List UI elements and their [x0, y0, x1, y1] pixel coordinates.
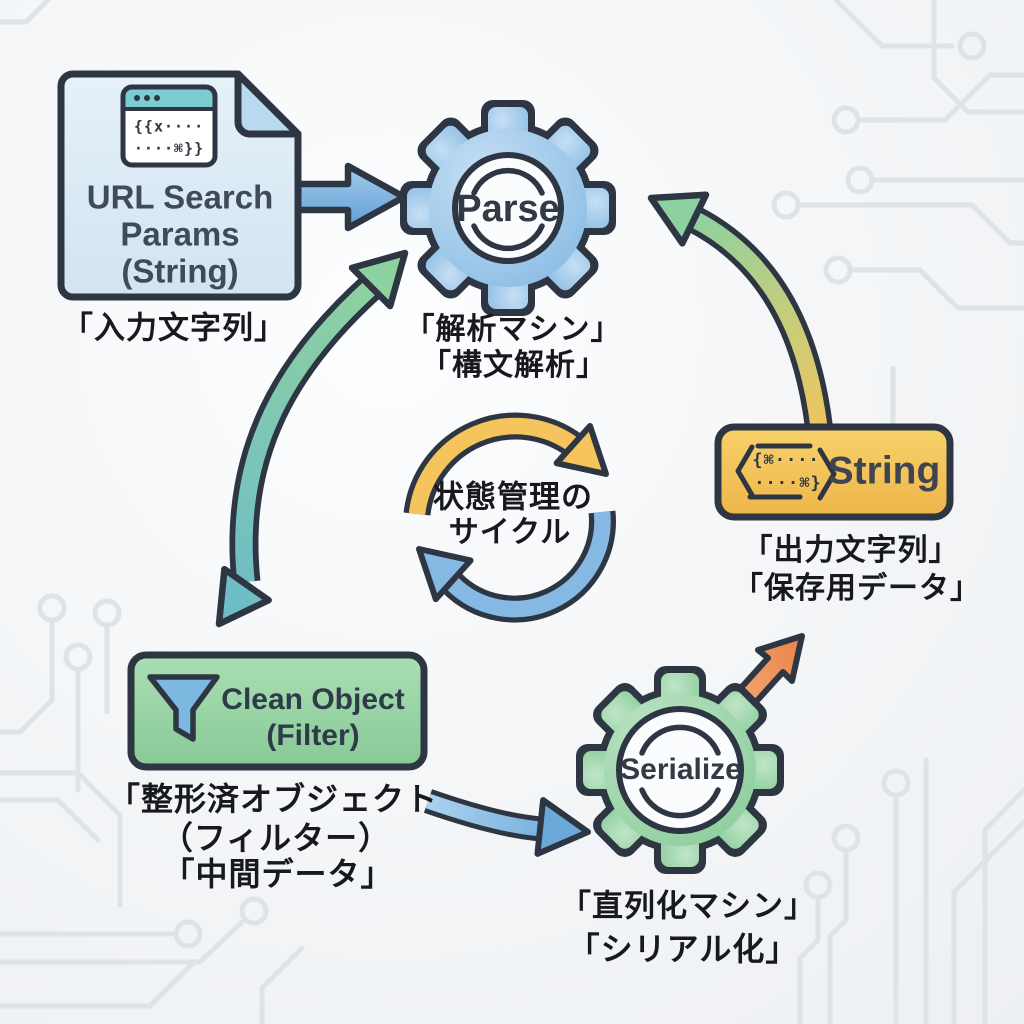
input-doc-title-line2: Params	[120, 215, 240, 253]
string-caption-line1: 「出力文字列」	[742, 534, 960, 567]
clean-object-title-line1: Clean Object	[221, 683, 405, 716]
doc-code-line2: ····⌘}}	[133, 139, 205, 158]
input-doc-caption: 「入力文字列」	[62, 310, 286, 346]
arrow-cleanobject-to-serialize	[423, 789, 591, 857]
clean-object-title-line2: (Filter)	[266, 719, 360, 752]
parse-gear-label: Parse	[456, 188, 560, 230]
arrow-string-to-parse	[647, 191, 835, 448]
serialize-caption-line1: 「直列化マシン」	[560, 888, 816, 924]
serialize-gear-label: Serialize	[620, 753, 742, 786]
cycle-caption-line2: サイクル	[448, 516, 572, 549]
string-code-line2: ····⌘}	[754, 473, 822, 494]
parse-gear	[400, 100, 616, 316]
arrow-input-to-parse	[284, 162, 408, 232]
string-box-label: String	[827, 449, 941, 493]
input-doc-title-line3: (String)	[121, 252, 239, 290]
string-code-line1: {⌘····	[752, 450, 820, 471]
arrow-parse-cleanobject-bidirectional	[215, 249, 409, 628]
clean-object-caption-line2: （フィルター）	[160, 820, 392, 856]
input-doc-title-line1: URL Search	[86, 178, 274, 216]
serialize-gear	[576, 666, 784, 874]
parse-caption-line1: 「解析マシン」	[404, 313, 622, 346]
code-window-icon	[120, 84, 218, 168]
cycle-caption-line1: 状態管理の	[433, 479, 593, 515]
doc-code-line1: {{x····	[133, 117, 205, 136]
string-box-shape	[714, 423, 954, 521]
clean-object-caption-line3: 「中間データ」	[162, 856, 394, 892]
cycle-arrows	[403, 412, 616, 623]
funnel-icon	[147, 674, 220, 742]
clean-object-box-shape	[127, 651, 428, 771]
input-document-shape	[57, 70, 302, 301]
serialize-caption-line2: 「シリアル化」	[567, 931, 799, 967]
string-caption-line2: 「保存用データ」	[733, 572, 981, 605]
clean-object-caption-line1: 「整形済オブジェクト	[107, 781, 439, 817]
code-brackets-icon	[735, 443, 837, 501]
parse-caption-line2: 「構文解析」	[421, 349, 607, 382]
